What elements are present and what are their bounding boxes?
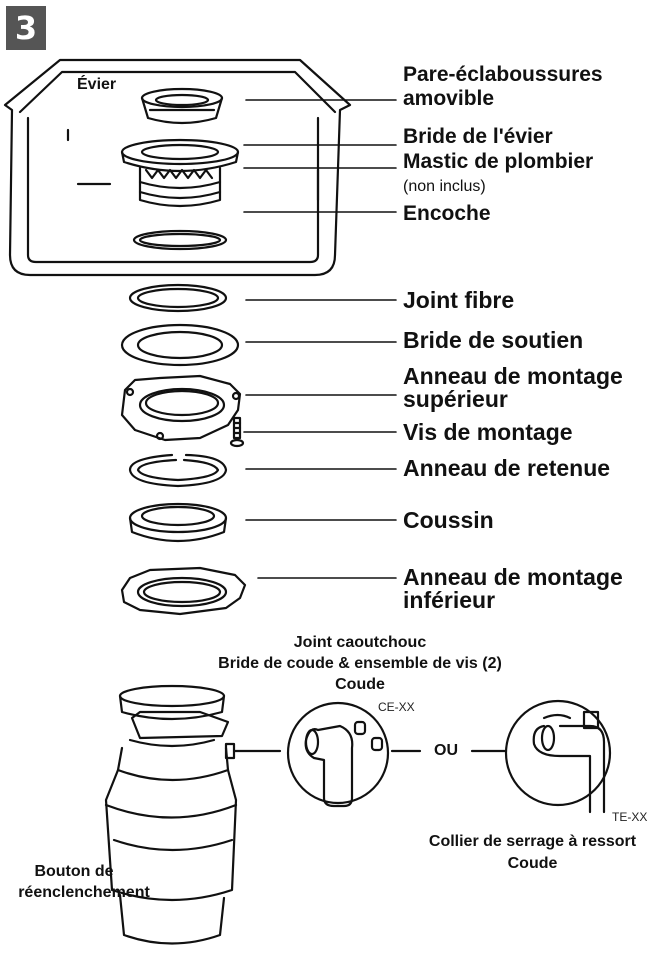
sink-flange-drawing — [120, 138, 240, 208]
spring-clamp-label: Collier de serrage à ressort — [428, 833, 637, 850]
fiber-gasket-drawing — [128, 283, 228, 313]
reset-button-label-line2: réenclenchement — [18, 884, 150, 901]
notch-ring-drawing — [132, 229, 228, 251]
disposer-unit-drawing — [104, 684, 282, 945]
upper-mount-ring-label-line1: Anneau de montage — [403, 363, 623, 389]
cushion-drawing — [128, 502, 228, 543]
lower-mount-ring-drawing — [120, 566, 247, 616]
splash-guard-drawing — [140, 87, 224, 125]
step-number-badge: 3 — [6, 6, 46, 50]
ce-code-label: CE-XX — [378, 700, 415, 714]
elbow-flange-screws-label: Bride de coude & ensemble de vis (2) — [218, 655, 502, 672]
te-code-label: TE-XX — [612, 810, 648, 824]
lower-mount-ring-label-line1: Anneau de montage — [403, 564, 623, 590]
splash-guard-label-line2: amovible — [403, 87, 495, 110]
splash-guard-label-line1: Pare-éclaboussures — [403, 63, 603, 86]
mounting-screw-drawing — [229, 416, 245, 448]
lower-mount-ring-label-line2: inférieur — [403, 587, 496, 613]
leader-lines — [243, 99, 397, 579]
notch-label: Encoche — [403, 202, 491, 225]
plumbers-putty-label: Mastic de plombier — [403, 150, 594, 173]
sink-label: Évier — [77, 76, 117, 93]
elbow-ce-drawing — [286, 701, 508, 808]
or-label: OU — [434, 742, 458, 759]
reset-button-label-line1: Bouton de — [34, 863, 114, 880]
elbow-top-label: Coude — [335, 676, 385, 693]
upper-mount-ring-label-line2: supérieur — [403, 386, 508, 412]
rubber-gasket-label: Joint caoutchouc — [293, 634, 427, 651]
fiber-gasket-label: Joint fibre — [403, 287, 515, 313]
snap-ring-label: Anneau de retenue — [403, 455, 611, 481]
upper-mount-ring-drawing — [120, 374, 242, 442]
elbow-te-drawing — [504, 699, 612, 814]
sink-basin-drawing — [3, 58, 352, 277]
elbow-bottom-label: Coude — [507, 855, 558, 872]
snap-ring-drawing — [128, 453, 228, 488]
backup-flange-label: Bride de soutien — [403, 327, 584, 353]
not-included-note: (non inclus) — [403, 178, 486, 195]
cushion-label: Coussin — [403, 507, 494, 533]
sink-flange-label: Bride de l'évier — [403, 125, 553, 148]
backup-flange-drawing — [120, 323, 240, 367]
mount-screws-label: Vis de montage — [403, 419, 573, 445]
